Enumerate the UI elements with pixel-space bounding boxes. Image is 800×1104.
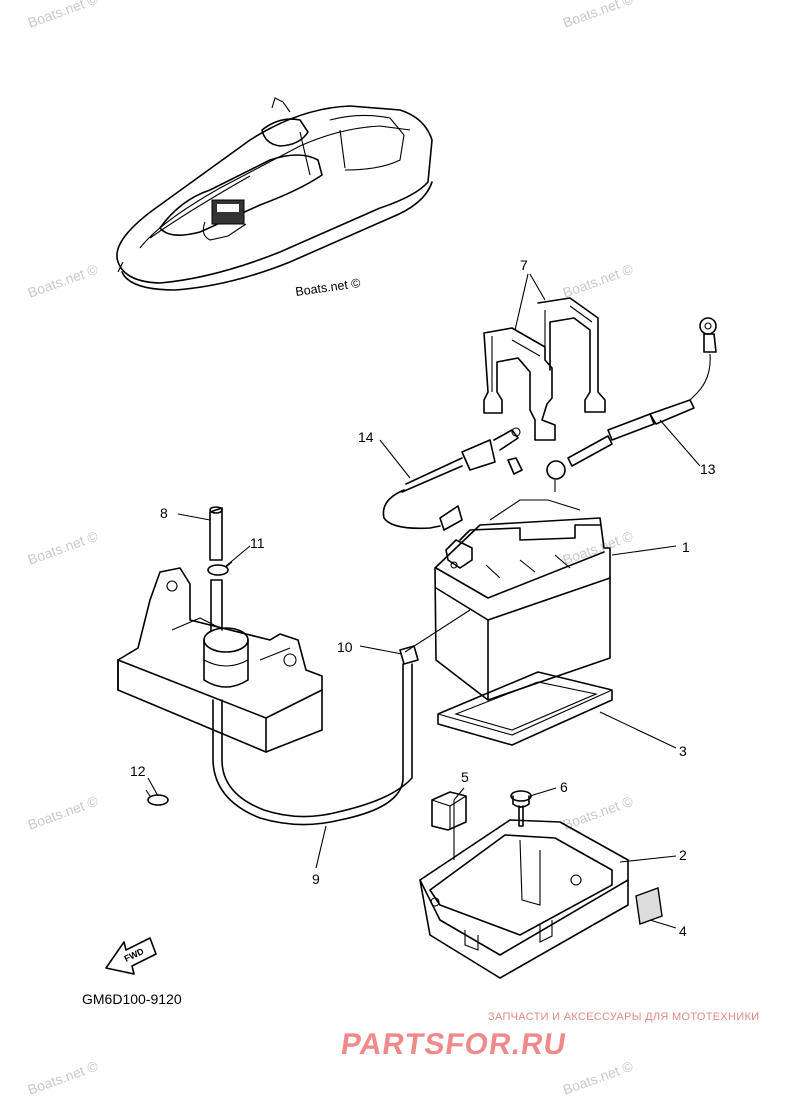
callout-2: 2 (679, 847, 687, 863)
callout-3: 3 (679, 743, 687, 759)
diagram-code: GM6D100-9120 (82, 991, 182, 1007)
clamp-12 (145, 789, 169, 806)
watermark: Boats.net © (561, 1057, 636, 1097)
battery-bracket (117, 567, 323, 753)
watermark: Boats.net © (26, 527, 101, 567)
boats-net-credit: Boats.net © (294, 276, 362, 299)
leader-lines (147, 273, 701, 929)
positive-cable (546, 317, 717, 492)
partsfor-logo: ЗАПЧАСТИ И АКСЕССУАРЫ ДЛЯ МОТОТЕХНИКИ PA… (339, 1011, 759, 1061)
callout-5: 5 (461, 769, 469, 785)
watermark: Boats.net © (561, 0, 636, 31)
watermark: Boats.net © (26, 1057, 101, 1097)
callout-14: 14 (358, 429, 374, 445)
battery (434, 499, 611, 701)
callout-11: 11 (250, 535, 265, 551)
bolt (510, 790, 532, 827)
callout-4: 4 (679, 923, 687, 939)
watermark: Boats.net © (26, 0, 101, 31)
battery-straps (483, 297, 606, 441)
hose-clamp (207, 561, 233, 576)
breather-pipe (209, 506, 223, 561)
callout-7: 7 (520, 257, 528, 273)
callout-13: 13 (700, 461, 716, 477)
watercraft-illustration: Boats.net © (116, 97, 433, 299)
callout-12: 12 (130, 763, 146, 779)
negative-cable (382, 427, 523, 531)
watermark: Boats.net © (561, 792, 636, 832)
damper (431, 791, 467, 831)
callout-1: 1 (682, 539, 690, 555)
logo-tagline: ЗАПЧАСТИ И АКСЕССУАРЫ ДЛЯ МОТОТЕХНИКИ (488, 1011, 759, 1023)
callout-6: 6 (560, 779, 568, 795)
watermark: Boats.net © (561, 527, 636, 567)
logo-wordmark: PARTSFOR.RU (339, 1028, 569, 1061)
fwd-arrow: FWD (105, 937, 157, 975)
watermark: Boats.net © (561, 260, 636, 300)
callout-10: 10 (337, 639, 353, 655)
watermarks: Boats.net © Boats.net © Boats.net © Boat… (26, 0, 636, 1098)
battery-pad (437, 671, 613, 746)
rubber-pad (635, 887, 663, 925)
callout-numbers: 1 2 3 4 5 6 7 8 9 10 11 12 13 14 (130, 257, 716, 939)
watermark: Boats.net © (26, 792, 101, 832)
hose (212, 663, 413, 826)
callout-9: 9 (312, 871, 320, 887)
hose-fitting (399, 645, 419, 665)
callout-8: 8 (160, 505, 168, 521)
watermark: Boats.net © (26, 260, 101, 300)
battery-box (419, 819, 629, 979)
